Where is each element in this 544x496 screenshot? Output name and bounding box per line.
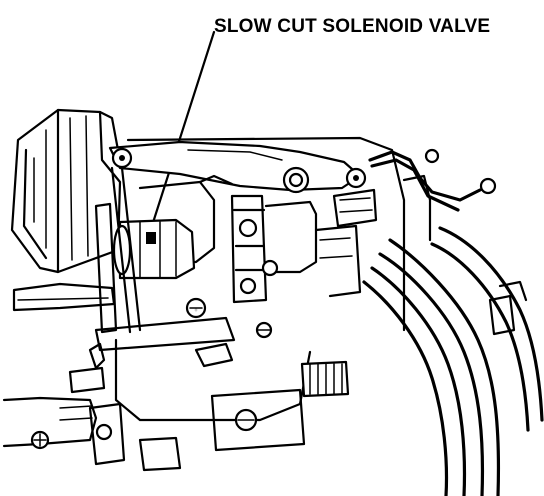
adjusting-bolt: [194, 308, 273, 339]
carburetor-body: [126, 136, 432, 332]
throttle-body: [59, 338, 350, 472]
vacuum-hoses: [362, 148, 544, 496]
slow-cut-solenoid-valve-label: SLOW CUT SOLENOID VALVE: [214, 16, 491, 37]
air-horn-dome: [10, 108, 122, 274]
choke-rod: [88, 166, 236, 370]
slow-cut-solenoid-valve: [112, 218, 196, 280]
callout-leader-line: [144, 30, 216, 240]
base-flange: [2, 282, 116, 450]
throttle-linkage-arm: [108, 140, 367, 194]
